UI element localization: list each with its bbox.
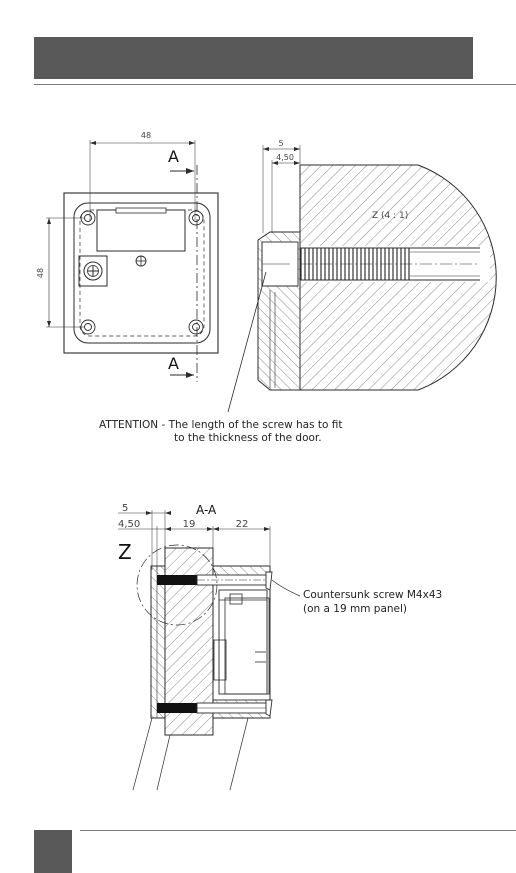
footer-block [34, 830, 72, 873]
section-dim-22: 22 [236, 519, 249, 530]
top-view [46, 140, 218, 382]
width-dimension: 48 [141, 131, 151, 140]
height-dimension: 48 [36, 268, 45, 278]
section-title: A-A [196, 503, 217, 517]
detail-scale-label: Z (4 : 1) [372, 211, 408, 221]
screw-label-line-2: (on a 19 mm panel) [303, 603, 407, 615]
attention-line-2: to the thickness of the door. [174, 432, 322, 444]
detail-dim-outer: 5 [278, 139, 283, 148]
screw-label-line-1: Countersunk screw M4x43 [303, 589, 442, 601]
section-marker-bottom: A [168, 354, 179, 373]
attention-line-1: ATTENTION - The length of the screw has … [99, 419, 343, 431]
section-dim-4-50: 4,50 [118, 519, 140, 530]
section-dim-19: 19 [183, 519, 196, 530]
detail-dim-inner: 4,50 [276, 153, 294, 162]
detail-marker-z: Z [118, 540, 132, 564]
footer-rule [80, 830, 516, 831]
section-aa-view [118, 510, 300, 790]
detail-z [228, 145, 516, 412]
section-marker-top: A [168, 147, 179, 166]
section-dim-5: 5 [122, 503, 128, 514]
